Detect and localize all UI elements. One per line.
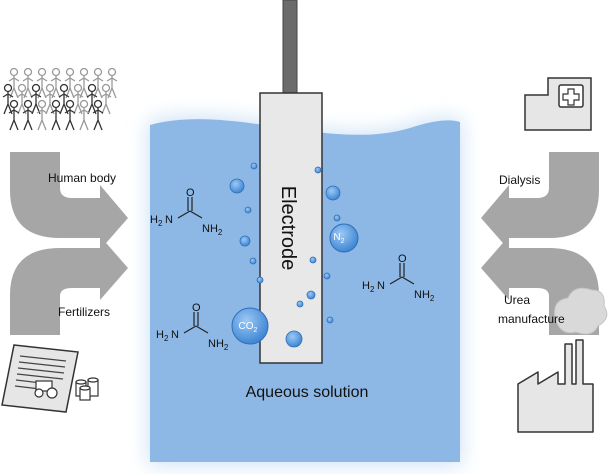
bubble [296,300,304,308]
arrow-human-body [10,152,128,250]
bubble [333,214,341,222]
n2-n: N [333,232,340,243]
arrow-fertilizers [10,236,128,335]
urea-nh2-label: NH2 [208,338,229,352]
fertilizer-document-icon [1,344,99,413]
svg-text:CO2: CO2 [239,321,258,334]
person-icon [64,67,76,99]
bubble [306,290,316,300]
bubble [249,257,257,265]
bubble [309,256,317,264]
label-dialysis: Dialysis [499,173,540,187]
urea-n-label: N [171,329,179,341]
electrode-body [259,92,323,364]
n2-bubble: N2 [329,223,359,253]
person-icon [36,99,48,131]
bubble [325,185,341,201]
bubble [314,166,322,174]
urea-o-label: O [186,187,195,199]
label-human-body: Human body [48,171,116,185]
person-icon [44,83,56,115]
urea-bonds [389,263,415,285]
person-icon [22,67,34,99]
bubble [239,235,251,247]
urea-o-label: O [398,253,407,265]
urea-nh2-label: NH2 [414,289,435,303]
bubble [229,178,245,194]
arrow-dialysis [481,152,599,250]
electrode: Electrode [259,0,323,364]
person-icon [100,83,112,115]
urea-bonds [183,312,209,334]
bubble [250,162,258,170]
factory-icon [517,339,594,433]
bubble [244,206,252,214]
urea-o-label: O [192,302,201,314]
person-icon [78,67,90,99]
label-manufacture: manufacture [498,312,565,326]
person-icon [86,83,98,115]
urea-nh2-label: NH2 [202,223,223,237]
electrode-label: Electrode [277,186,299,271]
hospital-icon [524,77,592,131]
co2-co: CO [239,321,254,332]
person-icon [64,99,76,131]
person-icon [58,83,70,115]
svg-text:N2: N2 [333,232,344,245]
person-icon [50,67,62,99]
person-icon [2,83,14,115]
person-icon [78,99,90,131]
person-icon [36,67,48,99]
bubbles [229,162,341,348]
people-icon [2,67,118,131]
person-icon [16,83,28,115]
label-urea: Urea [504,293,530,307]
urea-n-label: N [377,280,385,292]
person-icon [106,67,118,99]
person-icon [92,67,104,99]
co2-bubble: CO2 [231,307,269,345]
barrels-icon [75,377,99,401]
urea-bonds [177,197,203,219]
tractor-icon [34,380,58,399]
electrode-rod [282,0,298,95]
person-icon [30,83,42,115]
bubble [326,316,334,324]
smoke-cloud-icon [554,287,608,335]
label-fertilizers: Fertilizers [58,305,110,319]
label-aqueous-solution: Aqueous solution [246,384,369,401]
bubble [323,272,331,280]
person-icon [50,99,62,131]
co2-sub: 2 [254,327,258,334]
person-icon [92,99,104,131]
bubble [256,276,264,284]
person-icon [8,99,20,131]
person-icon [8,67,20,99]
n2-sub: 2 [341,238,345,245]
bubble [285,330,303,348]
person-icon [72,83,84,115]
person-icon [22,99,34,131]
urea-n-label: N [165,214,173,226]
